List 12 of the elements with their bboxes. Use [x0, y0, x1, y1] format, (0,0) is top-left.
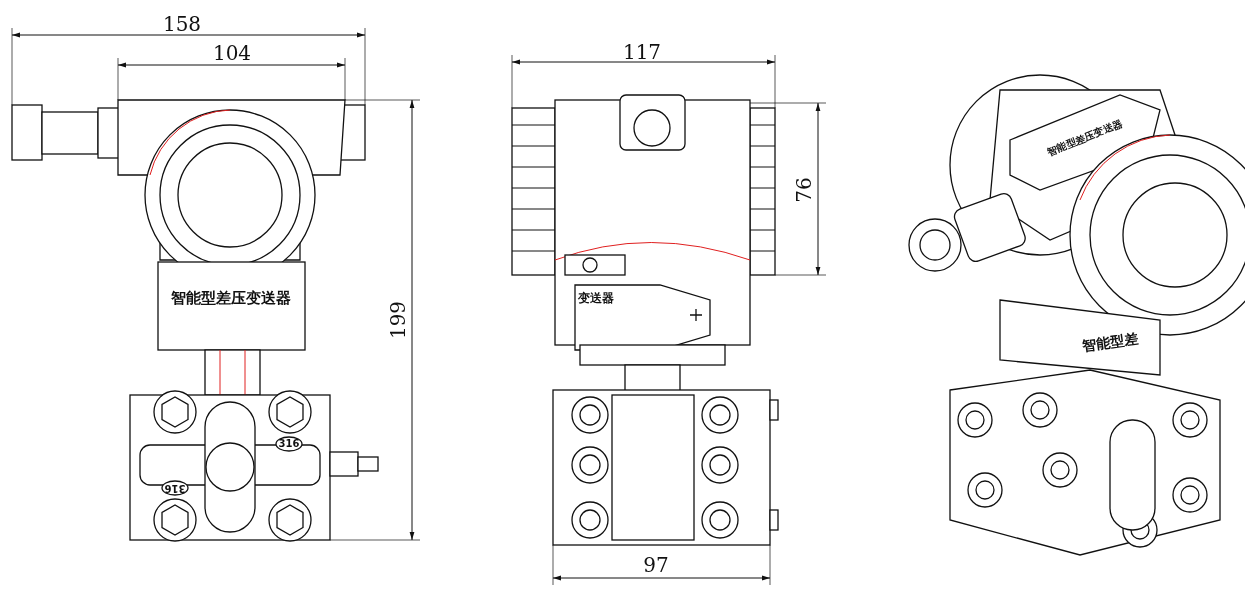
- dimension-value: 158: [162, 14, 202, 34]
- dimension-value: 76: [794, 177, 814, 203]
- nameplate-text: 智能型差压变送器: [1046, 118, 1124, 158]
- dimension-value: 97: [643, 555, 669, 575]
- material-mark: 316: [164, 483, 186, 493]
- nameplate-text: 智能型差压变送器: [171, 290, 291, 306]
- material-mark: 316: [278, 439, 300, 449]
- nameplate-text: 智能型差: [1081, 331, 1139, 353]
- dimension-value: 199: [388, 300, 408, 340]
- dimension-value: 104: [212, 43, 252, 63]
- nameplate-text: 变送器: [578, 292, 614, 304]
- dimension-value: 117: [622, 42, 662, 62]
